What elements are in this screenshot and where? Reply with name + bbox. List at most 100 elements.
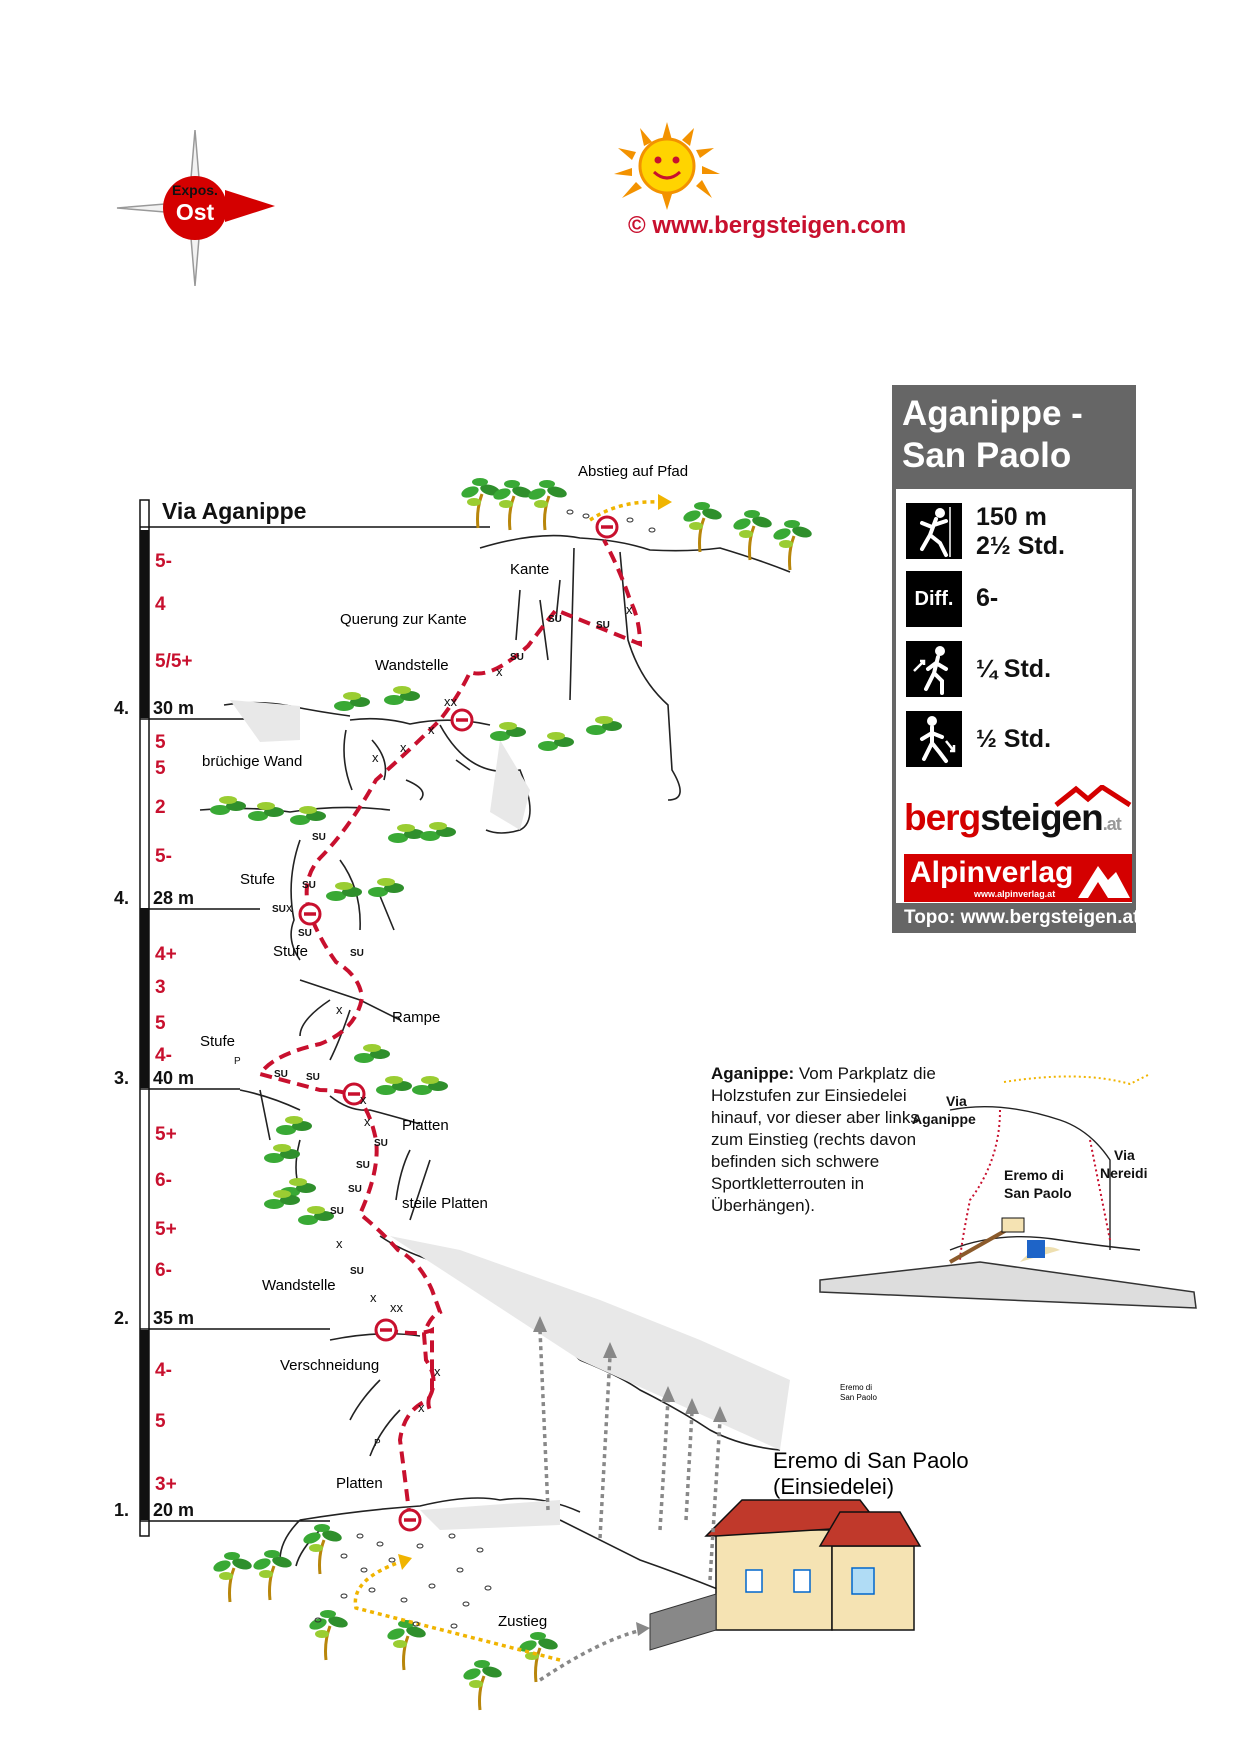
exposure-value: Ost xyxy=(175,199,215,225)
description-text: Vom Parkplatz die Holzstufen zur Einsied… xyxy=(711,1064,936,1215)
pitch-number: 3. xyxy=(114,1068,130,1088)
su-marker: SU xyxy=(306,1072,320,1083)
overview-via-aganippe-2: Aganippe xyxy=(912,1111,976,1127)
route-description: Aganippe: Vom Parkplatz die Holzstufen z… xyxy=(711,1063,951,1217)
info-panel: 150 m 2½ Std. Diff. 6- ¼ Std. ½ Std. ber… xyxy=(896,489,1132,903)
topo-url: Topo: www.bergsteigen.at xyxy=(904,907,1140,928)
overview-eremo-2: San Paolo xyxy=(1004,1185,1072,1201)
x-marker: x xyxy=(626,602,633,617)
copyright-url: © www.bergsteigen.com xyxy=(628,212,907,239)
x-marker: x xyxy=(434,1364,441,1379)
grade-label: 5 xyxy=(155,732,166,753)
pitch-number: 4. xyxy=(114,888,130,908)
pitch-number: 2. xyxy=(114,1308,130,1328)
su-marker: SU xyxy=(348,1184,362,1195)
grade-label: 5+ xyxy=(155,1124,177,1145)
overview-via-nereidi-1: Via xyxy=(1114,1147,1135,1163)
sun-logo-icon xyxy=(614,122,720,210)
grade-label: 5 xyxy=(155,758,166,779)
x-marker: x xyxy=(400,740,407,755)
grade-label: 5- xyxy=(155,846,172,867)
x-marker: x xyxy=(360,1092,367,1107)
compass-icon xyxy=(116,129,275,287)
x-marker: x xyxy=(336,1236,343,1251)
publisher-url: www.alpinverlag.at xyxy=(974,889,1056,899)
brand-part2: steigen xyxy=(980,797,1104,838)
overview-via-aganippe-1: Via xyxy=(946,1093,967,1109)
su-marker: SU xyxy=(596,620,610,631)
stufe-label-upper: Stufe xyxy=(240,871,275,888)
su-marker: SU xyxy=(330,1206,344,1217)
overview-map xyxy=(819,1073,1197,1309)
grade-label: 3+ xyxy=(155,1474,177,1495)
x-marker: x xyxy=(496,664,503,679)
route-length: 150 m xyxy=(976,503,1047,531)
eremo-hut-icon xyxy=(649,1499,922,1651)
grade-label: 5 xyxy=(155,1411,166,1432)
grade-label: 5/5+ xyxy=(155,651,193,672)
brand-suffix: .at xyxy=(1102,814,1122,834)
x-marker: x xyxy=(286,900,293,915)
eremo-big-label-1: Eremo di San Paolo xyxy=(773,1448,969,1473)
x-marker: x xyxy=(370,1290,377,1305)
x-marker: x xyxy=(336,1002,343,1017)
steile-platten-label: steile Platten xyxy=(402,1195,488,1212)
su-marker: SU xyxy=(350,1266,364,1277)
grade-label: 4- xyxy=(155,1045,172,1066)
su-marker: SU xyxy=(302,880,316,891)
route-time: 2½ Std. xyxy=(976,532,1065,560)
x-marker: x xyxy=(364,1114,371,1129)
su-marker: SU xyxy=(312,832,326,843)
publisher-name: Alpinverlag xyxy=(910,856,1074,889)
brand-part1: berg xyxy=(904,797,981,838)
su-marker: SU xyxy=(374,1138,388,1149)
verschneidung-label: Verschneidung xyxy=(280,1357,379,1374)
eremo-small-label-2: San Paolo xyxy=(840,1393,877,1402)
info-box: Aganippe - San Paolo 150 m 2½ Std. Diff.… xyxy=(892,385,1140,933)
approach-time: ¼ Std. xyxy=(976,655,1052,683)
eremo-big-label-2: (Einsiedelei) xyxy=(773,1474,894,1499)
grade-label: 5 xyxy=(155,1013,166,1034)
eremo-small-label-1: Eremo di xyxy=(840,1383,872,1392)
su-marker: SU xyxy=(272,904,286,915)
platten-label-upper: Platten xyxy=(402,1117,449,1134)
grade-label: 3 xyxy=(155,977,166,998)
rampe-label: Rampe xyxy=(392,1009,440,1026)
overview-via-nereidi-2: Nereidi xyxy=(1100,1165,1147,1181)
x-marker: xx xyxy=(390,1300,404,1315)
pitch-length: 28 m xyxy=(153,888,195,908)
x-marker: x xyxy=(428,722,435,737)
route-name: Via Aganippe xyxy=(162,498,307,524)
description-title: Aganippe: xyxy=(711,1064,795,1083)
grade-label: 6- xyxy=(155,1170,172,1191)
su-marker: SU xyxy=(274,1069,288,1080)
alpinverlag-logo: Alpinverlag www.alpinverlag.at xyxy=(904,854,1132,902)
pitch-length: 30 m xyxy=(153,698,195,718)
grade-label: 4+ xyxy=(155,944,177,965)
pitch-number: 1. xyxy=(114,1500,130,1520)
grade-label: 5+ xyxy=(155,1219,177,1240)
pitch-length: 20 m xyxy=(153,1500,195,1520)
climber-icon xyxy=(906,503,962,559)
mountain-logo-icon xyxy=(1054,785,1132,807)
su-marker: SU xyxy=(356,1160,370,1171)
su-marker: SU xyxy=(350,948,364,959)
bruechige-wand-label: brüchige Wand xyxy=(202,753,302,770)
grade-label: 6- xyxy=(155,1260,172,1281)
zustieg-label: Zustieg xyxy=(498,1613,547,1630)
x-marker: xx xyxy=(444,694,458,709)
route-line xyxy=(256,539,643,1521)
platten-label-lower: Platten xyxy=(336,1475,383,1492)
stufe-label-lower: Stufe xyxy=(200,1033,235,1050)
descent-time: ½ Std. xyxy=(976,725,1052,753)
querung-label: Querung zur Kante xyxy=(340,611,467,628)
descent-label: Abstieg auf Pfad xyxy=(578,463,688,480)
route-title: Aganippe - San Paolo xyxy=(902,394,1083,475)
p-marker: P xyxy=(234,1056,241,1067)
pitch-length: 35 m xyxy=(153,1308,195,1328)
x-marker: x xyxy=(372,750,379,765)
pitch-number: 4. xyxy=(114,698,130,718)
bergsteigen-logo: bergsteigen.at xyxy=(904,785,1134,838)
su-marker: SU xyxy=(548,614,562,625)
